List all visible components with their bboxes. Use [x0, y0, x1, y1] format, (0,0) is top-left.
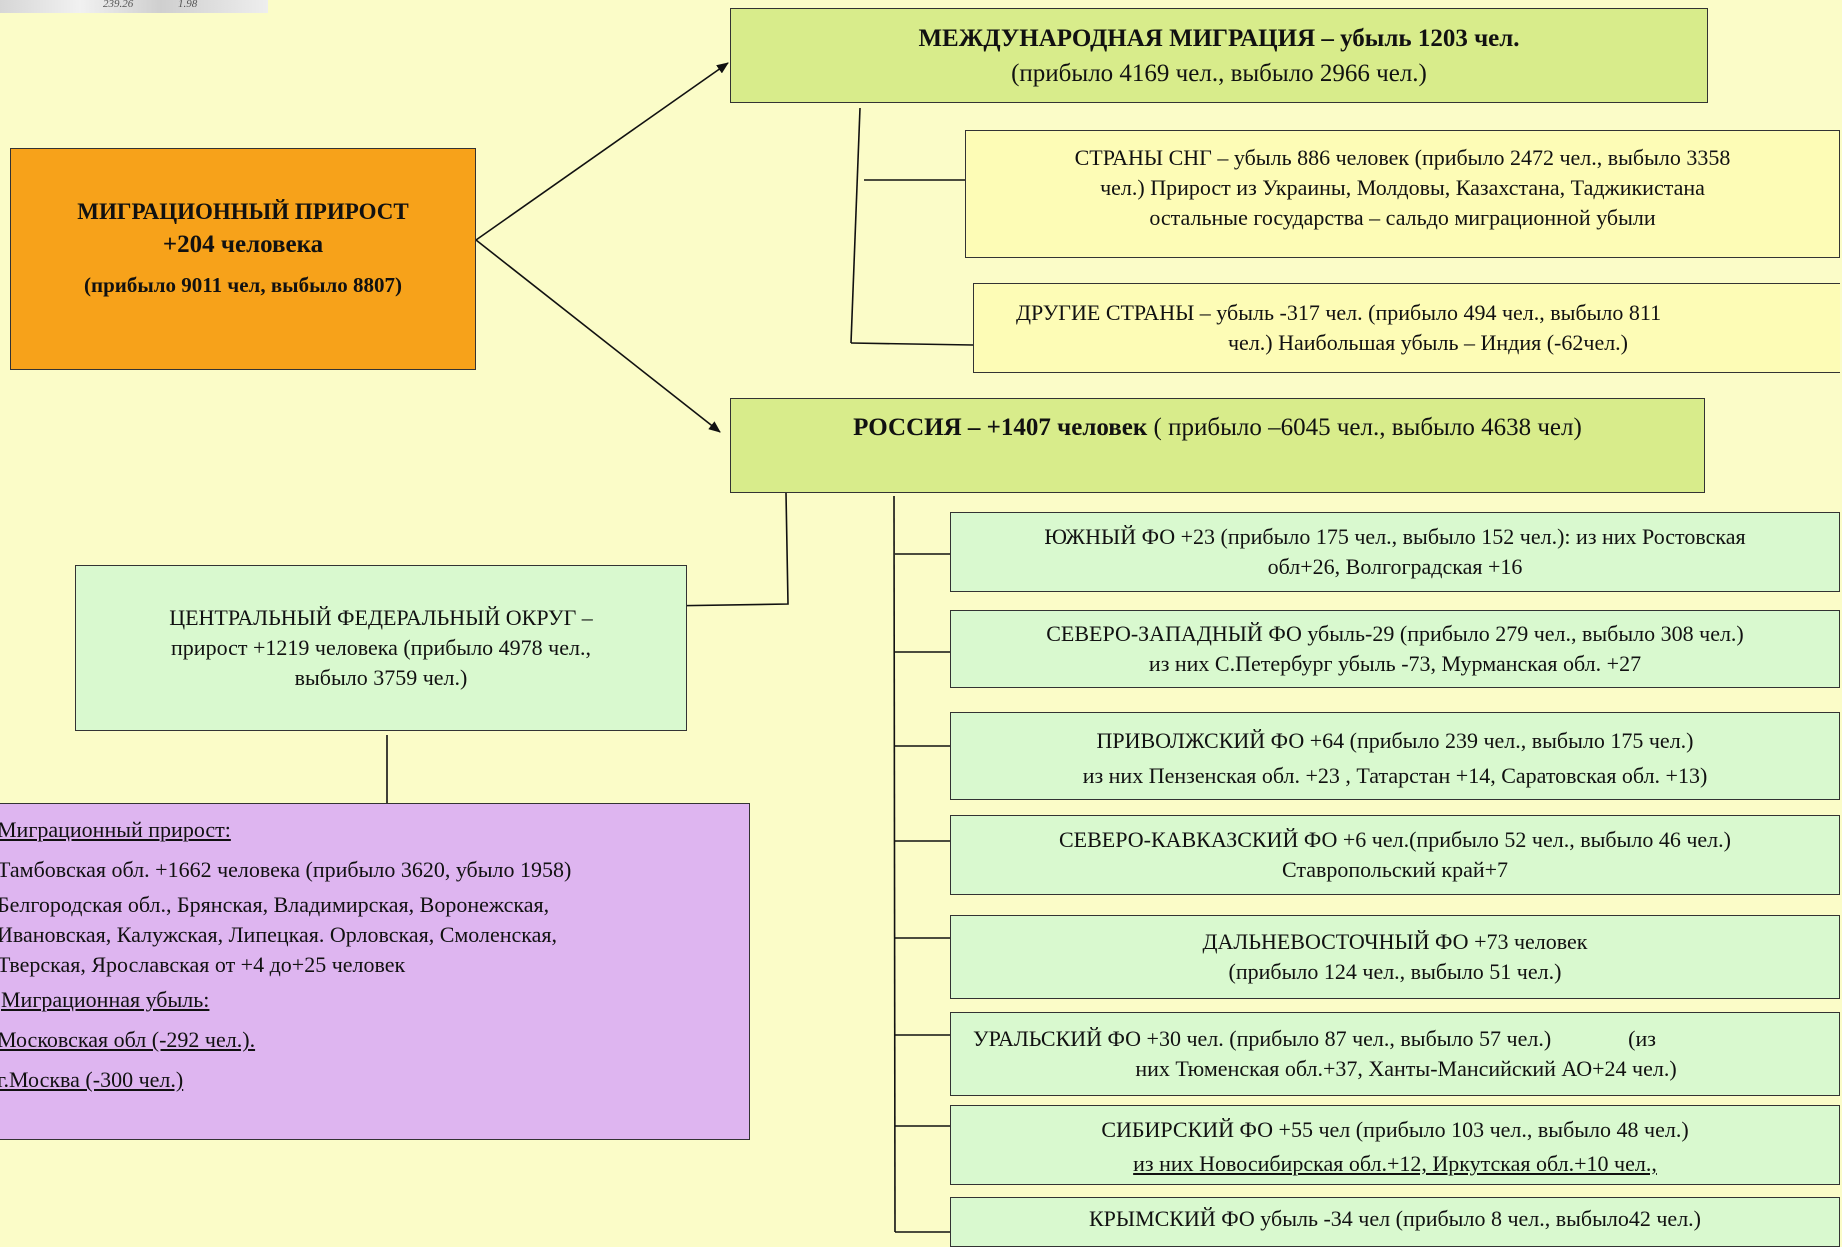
tambov-line: Тамбовская обл. +1662 человека (прибыло …	[0, 857, 572, 882]
district-crimea-box: КРЫМСКИЙ ФО убыль -34 чел (прибыло 8 чел…	[950, 1197, 1840, 1247]
root-migration-growth-box: МИГРАЦИОННЫЙ ПРИРОСТ +204 человека (приб…	[10, 148, 476, 370]
regions-line: Ивановская, Калужская, Липецкая. Орловск…	[0, 922, 558, 947]
central-line: прирост +1219 человека (прибыло 4978 чел…	[171, 635, 591, 660]
growth-heading: Миграционный прирост:	[0, 817, 231, 842]
district-northwest-box: СЕВЕРО-ЗАПАДНЫЙ ФО убыль-29 (прибыло 279…	[950, 610, 1840, 688]
international-detail: (прибыло 4169 чел., выбыло 2966 чел.)	[1011, 59, 1427, 87]
moscow-oblast-line: Московская обл (-292 чел.).	[0, 1027, 256, 1052]
cis-countries-box: СТРАНЫ СНГ – убыль 886 человек (прибыло …	[965, 130, 1840, 258]
district-line-2: Ставропольский край+7	[1281, 857, 1509, 882]
central-line: выбыло 3759 чел.)	[294, 665, 468, 690]
district-line-1: ДАЛЬНЕВОСТОЧНЫЙ ФО +73 человек	[1202, 929, 1588, 954]
district-line-2: из них С.Петербург убыль -73, Мурманская…	[1148, 651, 1642, 676]
district-line-1: УРАЛЬСКИЙ ФО +30 чел. (прибыло 87 чел., …	[973, 1026, 1656, 1051]
district-line-1: СЕВЕРО-ЗАПАДНЫЙ ФО убыль-29 (прибыло 279…	[1046, 621, 1744, 646]
cis-line: чел.) Прирост из Украины, Молдовы, Казах…	[1100, 175, 1705, 200]
regions-line: Белгородская обл., Брянская, Владимирска…	[0, 892, 550, 917]
russia-title-rest: ( прибыло –6045 чел., выбыло 4638 чел)	[1147, 414, 1582, 441]
district-line-1: СЕВЕРО-КАВКАЗСКИЙ ФО +6 чел.(прибыло 52 …	[1059, 827, 1731, 852]
district-line-1: ПРИВОЛЖСКИЙ ФО +64 (прибыло 239 чел., вы…	[1096, 728, 1694, 753]
moscow-line: г.Москва (-300 чел.)	[0, 1067, 184, 1092]
central-detail-box: Миграционный прирост: Тамбовская обл. +1…	[0, 803, 750, 1140]
district-south-box: ЮЖНЫЙ ФО +23 (прибыло 175 чел., выбыло 1…	[950, 512, 1840, 592]
corner-fragment-text: 239.26	[103, 0, 134, 10]
district-line-2: (прибыло 124 чел., выбыло 51 чел.)	[1228, 959, 1562, 984]
root-title: МИГРАЦИОННЫЙ ПРИРОСТ	[77, 199, 409, 224]
district-line-2: из них Пензенская обл. +23 , Татарстан +…	[1082, 763, 1708, 788]
other-countries-line: чел.) Наибольшая убыль – Индия (-62чел.)	[1227, 330, 1629, 355]
district-ural-box: УРАЛЬСКИЙ ФО +30 чел. (прибыло 87 чел., …	[950, 1012, 1840, 1096]
arrow-to-russia	[475, 239, 721, 433]
russia-title-bold: РОССИЯ – +1407 человек	[853, 414, 1148, 441]
international-migration-box: МЕЖДУНАРОДНАЯ МИГРАЦИЯ – убыль 1203 чел.…	[730, 8, 1708, 103]
district-line-1: СИБИРСКИЙ ФО +55 чел (прибыло 103 чел., …	[1101, 1117, 1689, 1142]
cis-line: СТРАНЫ СНГ – убыль 886 человек (прибыло …	[1074, 145, 1731, 170]
international-trunk	[850, 107, 861, 344]
international-title: МЕЖДУНАРОДНАЯ МИГРАЦИЯ – убыль 1203 чел.	[918, 24, 1520, 52]
district-far-east-box: ДАЛЬНЕВОСТОЧНЫЙ ФО +73 человек (прибыло …	[950, 915, 1840, 999]
district-volga-box: ПРИВОЛЖСКИЙ ФО +64 (прибыло 239 чел., вы…	[950, 712, 1840, 800]
district-north-caucasus-box: СЕВЕРО-КАВКАЗСКИЙ ФО +6 чел.(прибыло 52 …	[950, 815, 1840, 895]
district-line-2: обл+26, Волгоградская +16	[1267, 554, 1523, 579]
russia-box: РОССИЯ – +1407 человек ( прибыло –6045 ч…	[730, 398, 1705, 493]
arrow-to-international	[475, 62, 729, 241]
districts-trunk	[893, 495, 896, 1233]
district-line-1: ЮЖНЫЙ ФО +23 (прибыло 175 чел., выбыло 1…	[1044, 524, 1746, 549]
branch-central	[661, 492, 789, 607]
district-line-1: КРЫМСКИЙ ФО убыль -34 чел (прибыло 8 чел…	[1088, 1206, 1702, 1231]
central-district-box: ЦЕНТРАЛЬНЫЙ ФЕДЕРАЛЬНЫЙ ОКРУГ – прирост …	[75, 565, 687, 731]
other-countries-line: ДРУГИЕ СТРАНЫ – убыль -317 чел. (прибыло…	[1016, 300, 1662, 325]
root-detail: (прибыло 9011 чел, выбыло 8807)	[84, 273, 402, 297]
district-siberia-box: СИБИРСКИЙ ФО +55 чел (прибыло 103 чел., …	[950, 1105, 1840, 1185]
corner-image-fragment: 239.26 1.98	[0, 0, 268, 13]
district-line-2: них Тюменская обл.+37, Ханты-Мансийский …	[1135, 1056, 1677, 1081]
loss-heading: Миграционная убыль:	[1, 987, 210, 1012]
other-countries-box: ДРУГИЕ СТРАНЫ – убыль -317 чел. (прибыло…	[973, 283, 1840, 373]
branch-other-countries	[850, 342, 974, 346]
regions-line: Тверская, Ярославская от +4 до+25 челове…	[0, 952, 406, 977]
corner-fragment-text: 1.98	[178, 0, 198, 10]
russia-title: РОССИЯ – +1407 человек ( прибыло –6045 ч…	[853, 411, 1582, 445]
cis-line: остальные государства – сальдо миграцион…	[1149, 205, 1656, 230]
district-line-2: из них Новосибирская обл.+12, Иркутская …	[1133, 1151, 1657, 1176]
central-line: ЦЕНТРАЛЬНЫЙ ФЕДЕРАЛЬНЫЙ ОКРУГ –	[169, 605, 593, 630]
root-value: +204 человека	[162, 231, 324, 258]
